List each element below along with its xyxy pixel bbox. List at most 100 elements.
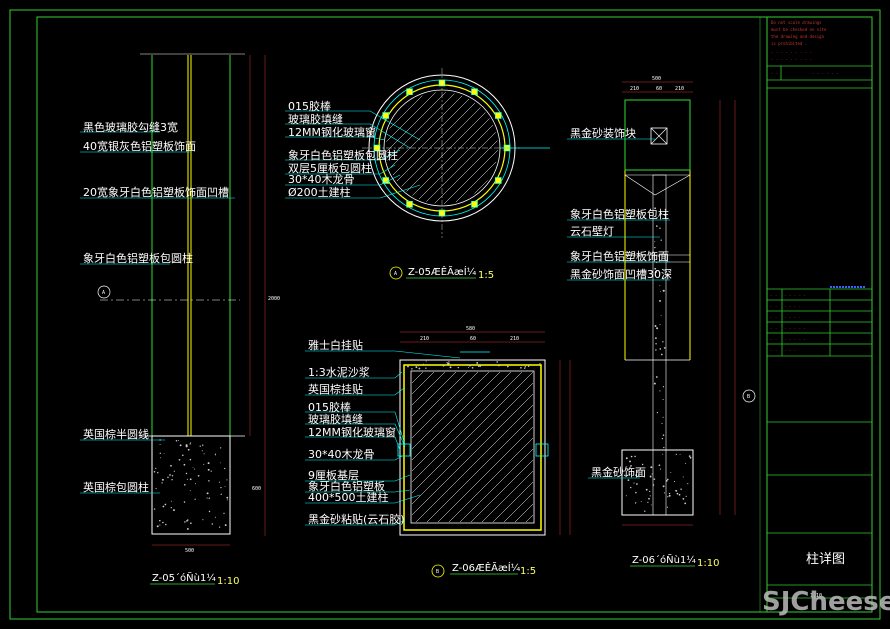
speckle-dot: [183, 463, 186, 466]
speckle-dot: [659, 324, 661, 326]
hatch-line: [570, 88, 690, 208]
speckle-dot: [670, 472, 672, 474]
speckle-dot: [630, 465, 632, 467]
speckle-dot: [687, 483, 689, 485]
hatch-line: [448, 437, 533, 522]
speckle-dot: [183, 483, 186, 486]
round-section: A Z-05ÆÊÃæÍ¼ 1:5: [362, 68, 730, 281]
speckle-dot: [665, 480, 668, 482]
speckle-dot: [478, 365, 480, 368]
speckle-dot: [680, 488, 682, 491]
speckle-dot: [224, 524, 227, 527]
hatch-line: [560, 88, 680, 208]
speckle-dot: [667, 496, 669, 498]
hatch-line: [412, 372, 446, 406]
speckle-dot: [653, 478, 656, 480]
speckle-dot: [194, 498, 196, 500]
speckle-dot: [210, 470, 212, 472]
square-drawing-scale: 1:5: [520, 566, 536, 577]
speckle-dot: [206, 497, 208, 499]
speckle-dot: [663, 446, 665, 449]
hatch-line: [412, 372, 457, 417]
square-dim-left: 210: [420, 336, 429, 342]
speckle-dot: [155, 487, 157, 490]
speckle-dot: [173, 470, 175, 472]
hatch-line: [437, 426, 533, 522]
title-block-scale: 1:10: [810, 593, 822, 599]
speckle-dot: [675, 490, 677, 491]
svg-text:- - - -: - - - -: [784, 315, 801, 320]
square-label-7: 30*40木龙骨: [308, 448, 375, 461]
speckle-dot: [662, 434, 665, 436]
speckle-dot: [663, 492, 665, 494]
left-elevation-labels: 黑色玻璃胶勾缝3宽 40宽银灰色铝塑板饰面 20宽象牙白色铝塑板饰面凹槽 象牙白…: [80, 120, 239, 587]
round-label-7: Ø200土建柱: [288, 185, 351, 199]
speckle-dot: [192, 467, 194, 469]
speckle-dot: [654, 207, 657, 210]
speckle-dot: [659, 348, 662, 350]
speckle-dot: [662, 289, 664, 292]
hatch-line: [412, 372, 490, 450]
speckle-dot: [220, 493, 222, 495]
right-label-3: 云石壁灯: [570, 224, 614, 238]
speckle-dot: [630, 455, 633, 458]
speckle-dot: [471, 366, 474, 369]
speckle-dot: [425, 367, 427, 369]
speckle-dot: [640, 501, 642, 503]
speckle-dot: [187, 448, 190, 451]
square-label-3: 英国棕挂贴: [308, 382, 363, 396]
speckle-dot: [476, 361, 479, 364]
speckle-dot: [628, 473, 631, 476]
svg-text:- -: - -: [770, 315, 777, 320]
speckle-dot: [224, 467, 226, 470]
hatch-line: [481, 470, 533, 522]
svg-text:- - - -: - - - -: [784, 304, 801, 309]
speckle-dot: [219, 447, 222, 449]
right-dim-right: 210: [675, 86, 684, 92]
speckle-dot: [654, 241, 656, 243]
speckle-dot: [656, 411, 659, 414]
left-drawing-scale: 1:10: [217, 576, 239, 587]
hatch-line: [610, 88, 730, 208]
speckle-dot: [425, 360, 427, 362]
svg-text:- - - - -: - - - - -: [784, 326, 806, 331]
speckle-dot: [682, 498, 685, 500]
hatch-line: [459, 448, 533, 522]
square-label-5: 玻璃胶填缝: [308, 412, 363, 426]
speckle-dot: [153, 471, 156, 473]
speckle-dot: [496, 361, 498, 363]
speckle-dot: [635, 474, 638, 477]
hatch-line: [581, 372, 731, 522]
hatch-line: [412, 393, 533, 516]
right-drawing-scale: 1:10: [697, 558, 719, 569]
speckle-dot: [688, 455, 691, 457]
speckle-dot: [447, 363, 449, 365]
hatch-line: [459, 92, 498, 204]
speckle-dot: [223, 512, 225, 515]
speckle-dot: [457, 366, 460, 369]
ring-block: [471, 88, 478, 95]
speckle-dot: [661, 437, 664, 440]
speckle-dot: [407, 365, 409, 368]
hatch-line: [514, 503, 533, 522]
left-elevation-pillar: 500 2000 600 A: [97, 53, 280, 554]
speckle-dot: [202, 444, 204, 446]
speckle-dot: [189, 443, 191, 445]
round-label-1: 015胶棒: [288, 99, 331, 113]
speckle-dot: [653, 382, 656, 385]
speckle-dot: [208, 510, 211, 513]
speckle-dot: [185, 444, 188, 447]
speckle-dot: [449, 366, 452, 369]
speckle-dot: [524, 367, 526, 369]
speckle-dot: [155, 467, 157, 470]
speckle-dot: [626, 466, 628, 468]
speckle-dot: [171, 475, 174, 477]
speckle-dot: [656, 225, 658, 227]
speckle-dot: [648, 497, 650, 500]
speckle-dot: [186, 520, 188, 522]
speckle-dot: [661, 423, 663, 425]
hatch-line: [470, 459, 533, 522]
speckle-dot: [197, 474, 200, 477]
speckle-dot: [651, 473, 653, 475]
svg-text:- - - - - - - - -: - - - - - - - - -: [771, 50, 812, 55]
